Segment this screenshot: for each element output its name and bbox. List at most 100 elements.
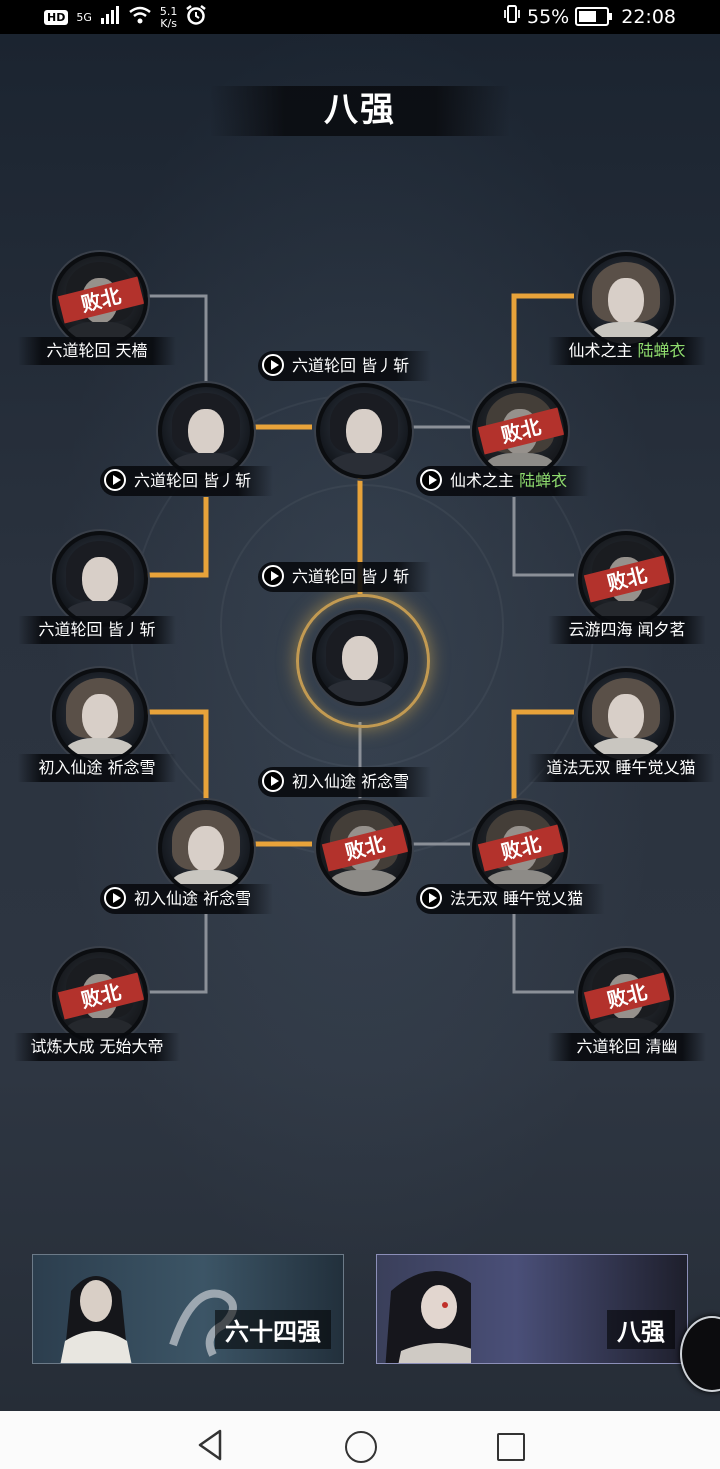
- replay-server: 六道轮回: [292, 356, 357, 375]
- play-icon: [104, 469, 126, 491]
- character-portrait: [385, 1271, 471, 1363]
- name-label-l1: 六道轮回 天檣: [18, 337, 176, 365]
- network-label: 5G: [76, 11, 92, 24]
- speed-value: 5.1: [159, 4, 178, 18]
- line-l1: [146, 294, 208, 394]
- page-title: 八强: [324, 90, 396, 130]
- avatar-final-top[interactable]: [316, 383, 412, 479]
- vibrate-icon: [503, 4, 521, 29]
- player-server: 试炼大成: [30, 1037, 95, 1056]
- title-banner: [210, 86, 510, 136]
- tab-round-8[interactable]: 八强: [376, 1254, 688, 1364]
- player-name: 陆蝉衣: [637, 341, 686, 360]
- avatar-face: [188, 409, 224, 455]
- replay-semi-left-top[interactable]: 六道轮回 皆丿斩: [100, 466, 274, 496]
- replay-server: 六道轮回: [292, 567, 357, 586]
- tab-round-64[interactable]: 六十四强: [32, 1254, 344, 1364]
- play-icon: [262, 565, 284, 587]
- player-server: 六道轮回: [38, 620, 103, 639]
- replay-name: 祈念雪: [203, 889, 252, 908]
- play-icon: [420, 887, 442, 909]
- avatar-body: [328, 453, 400, 475]
- name-label-r2: 云游四海 闻夕茗: [548, 616, 706, 644]
- battery-fill: [579, 11, 596, 22]
- player-server: 云游四海: [568, 620, 633, 639]
- avatar-l3[interactable]: [52, 668, 148, 764]
- replay-semi-right-bottom[interactable]: 法无双 睡午觉乂猫: [416, 884, 606, 914]
- avatar-r2[interactable]: 败北: [578, 531, 674, 627]
- name-label-l4: 试炼大成 无始大帝: [14, 1033, 180, 1061]
- replay-semi-left-bottom[interactable]: 初入仙途 祈念雪: [100, 884, 274, 914]
- avatar-l4[interactable]: 败北: [52, 948, 148, 1044]
- clock: 22:08: [621, 5, 676, 28]
- smoke-decoration: [169, 1289, 237, 1357]
- avatar-semi-left-bottom[interactable]: [158, 800, 254, 896]
- champion-ring: [296, 594, 430, 728]
- player-name: 天檣: [115, 341, 148, 360]
- replay-semi-right-top[interactable]: 仙术之主 陆蝉衣: [416, 466, 590, 496]
- line-r1: [511, 293, 574, 394]
- replay-name: 陆蝉衣: [519, 471, 568, 490]
- avatar-r1[interactable]: [578, 252, 674, 348]
- avatar-l2[interactable]: [52, 531, 148, 627]
- player-server: 道法无双: [546, 758, 611, 777]
- avatar-r4[interactable]: 败北: [578, 948, 674, 1044]
- player-name: 祈念雪: [107, 758, 156, 777]
- avatar-semi-left-top[interactable]: [158, 383, 254, 479]
- player-name: 闻夕茗: [637, 620, 686, 639]
- back-icon[interactable]: [196, 1428, 224, 1466]
- replay-server: 仙术之主: [450, 471, 515, 490]
- status-bar: HD 5G 5.1 K/s 55% 22:08: [0, 0, 720, 34]
- name-label-r1: 仙术之主 陆蝉衣: [548, 337, 706, 365]
- avatar-face: [82, 694, 118, 740]
- avatar-body: [328, 870, 400, 892]
- replay-server: 六道轮回: [134, 471, 199, 490]
- battery-icon: [575, 7, 613, 26]
- line-l2: [146, 497, 209, 578]
- speed-unit: K/s: [160, 16, 177, 30]
- replay-name: 皆丿斩: [361, 356, 410, 375]
- bracket-screen: 八强 败北 六道轮回 天檣 六道轮回 皆丿斩: [0, 34, 720, 1411]
- line-l4: [146, 914, 208, 994]
- replay-name: 皆丿斩: [203, 471, 252, 490]
- player-name: 皆丿斩: [107, 620, 156, 639]
- replay-server: 法无双: [450, 889, 499, 908]
- avatar-final-bottom[interactable]: 败北: [316, 800, 412, 896]
- home-icon[interactable]: [345, 1431, 377, 1463]
- avatar-r3[interactable]: [578, 668, 674, 764]
- play-icon: [104, 887, 126, 909]
- replay-final-top[interactable]: 六道轮回 皆丿斩: [258, 351, 432, 381]
- character-portrait: [60, 1276, 132, 1363]
- avatar-body: [324, 680, 396, 702]
- avatar-face: [342, 636, 378, 682]
- avatar-champion[interactable]: [312, 610, 408, 706]
- line-r4: [512, 914, 574, 994]
- line-l3: [146, 709, 209, 804]
- line-r3: [511, 709, 574, 804]
- avatar-semi-right-bottom[interactable]: 败北: [472, 800, 568, 896]
- player-server: 仙术之主: [568, 341, 633, 360]
- replay-server: 初入仙途: [134, 889, 199, 908]
- line-r2: [512, 497, 574, 577]
- player-server: 六道轮回: [576, 1037, 641, 1056]
- name-label-r4: 六道轮回 清幽: [548, 1033, 706, 1061]
- player-name: 睡午觉乂猫: [615, 758, 696, 777]
- avatar-face: [346, 409, 382, 455]
- name-label-l2: 六道轮回 皆丿斩: [18, 616, 176, 644]
- replay-name: 祈念雪: [361, 772, 410, 791]
- player-name: 无始大帝: [99, 1037, 164, 1056]
- replay-champion[interactable]: 六道轮回 皆丿斩: [258, 562, 432, 592]
- replay-name: 皆丿斩: [361, 567, 410, 586]
- alarm-icon: [185, 5, 207, 30]
- navigation-bar: [0, 1411, 720, 1469]
- recent-apps-icon[interactable]: [497, 1433, 525, 1461]
- player-server: 六道轮回: [46, 341, 111, 360]
- avatar-semi-right-top[interactable]: 败北: [472, 383, 568, 479]
- tab-round-8-label: 八强: [607, 1310, 675, 1349]
- tab-round-64-label: 六十四强: [215, 1310, 331, 1349]
- avatar-face: [608, 278, 644, 324]
- player-name: 清幽: [645, 1037, 678, 1056]
- avatar-face: [608, 694, 644, 740]
- avatar-l1[interactable]: 败北: [52, 252, 148, 348]
- replay-final-bottom[interactable]: 初入仙途 祈念雪: [258, 767, 432, 797]
